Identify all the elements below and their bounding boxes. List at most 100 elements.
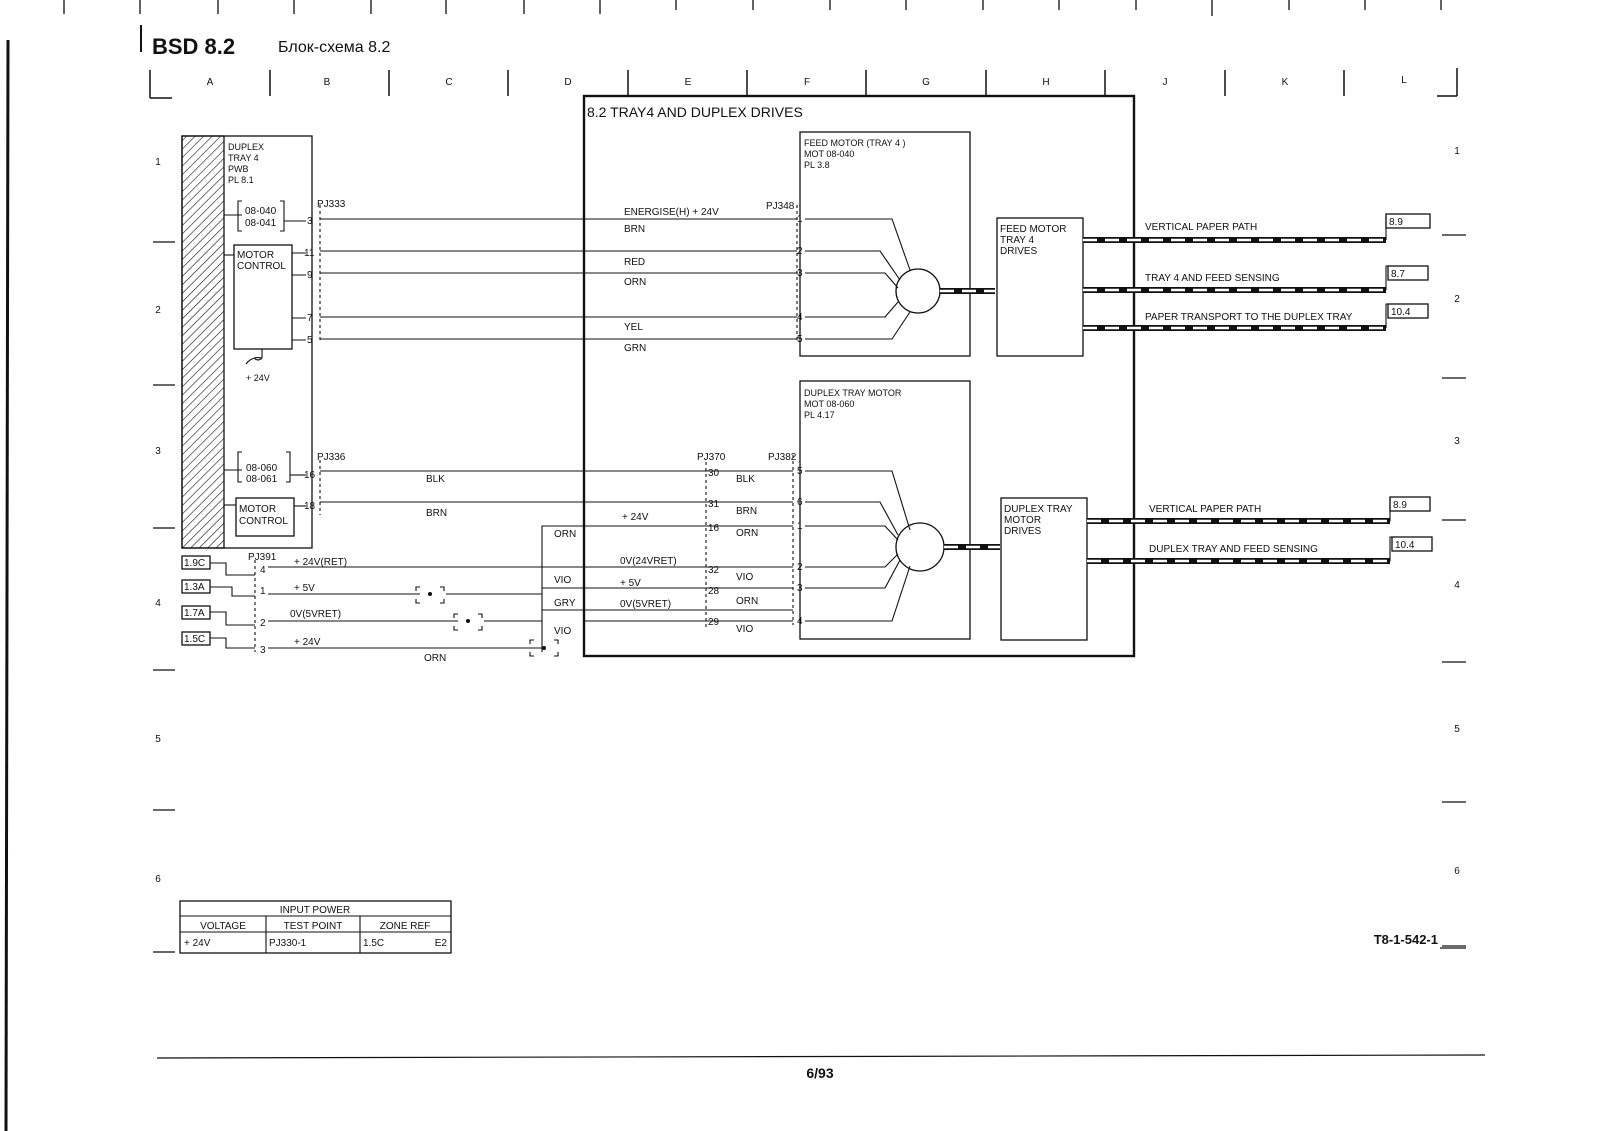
fault-code-08-061: 08-061 <box>246 474 278 485</box>
r-wire-blk: BLK <box>736 474 755 485</box>
scan-edge <box>4 39 10 1131</box>
feed-motor-symbol <box>895 268 941 314</box>
pwb-pin-3: 3 <box>307 216 313 227</box>
fault-code-08-040: 08-040 <box>245 206 277 217</box>
power-ref-2: 1.3A <box>184 582 205 593</box>
ip-zone: 1.5C <box>363 938 384 949</box>
pw-label-24ret: + 24V(RET) <box>294 557 347 568</box>
duplex-drives-label-3: DRIVES <box>1004 526 1042 537</box>
col-d: D <box>564 77 571 88</box>
wire-grn: GRN <box>624 343 646 354</box>
pj336-label: PJ336 <box>317 452 346 463</box>
power-ref-3: 1.7A <box>184 608 205 619</box>
col-j: J <box>1163 77 1168 88</box>
header-subtitle: Блок-схема 8.2 <box>278 39 390 56</box>
pj348-label: PJ348 <box>766 201 795 212</box>
r-wire-orn-2: ORN <box>736 596 758 607</box>
pj391-pin-1: 1 <box>260 586 266 597</box>
col-g: G <box>922 77 930 88</box>
motor-control-2-line1: MOTOR <box>239 504 276 515</box>
energise-label: ENERGISE(H) + 24V <box>624 207 719 218</box>
wire-brn-left: BRN <box>426 508 447 519</box>
ip-header-voltage: VOLTAGE <box>200 921 246 932</box>
feed-motor-label-2: MOT 08-040 <box>804 149 854 159</box>
input-power-table: INPUT POWER VOLTAGE TEST POINT ZONE REF … <box>179 900 452 954</box>
r-wire-vio-2: VIO <box>736 624 753 635</box>
ip-zone-2: E2 <box>435 938 448 949</box>
pwb-pin-16: 16 <box>304 470 316 481</box>
feed-motor-wires: ENERGISE(H) + 24V BRN RED ORN YEL GRN PJ… <box>320 201 798 354</box>
row-3-right: 3 <box>1454 436 1460 447</box>
r-wire-orn: ORN <box>736 528 758 539</box>
col-e: E <box>685 77 692 88</box>
out-tray4-feed-sensing: TRAY 4 AND FEED SENSING <box>1145 273 1280 284</box>
pw-label-0v5: 0V(5VRET) <box>290 609 341 620</box>
row-ruler <box>153 234 1466 953</box>
wire-red: RED <box>624 257 645 268</box>
pj370-pin-28: 28 <box>708 586 720 597</box>
feed-pin-4: 4 <box>797 312 803 323</box>
r-wire-vio: VIO <box>736 572 753 583</box>
col-k: K <box>1282 77 1289 88</box>
col-l: L <box>1401 75 1407 86</box>
power-input: 1.9C 1.3A 1.7A 1.5C PJ391 4 1 2 3 + 24V(… <box>181 552 584 664</box>
row-5-right: 5 <box>1454 724 1460 735</box>
row-labels: 1 2 3 4 5 6 1 2 3 4 5 6 <box>155 146 1460 885</box>
col-a: A <box>207 77 214 88</box>
row-3-left: 3 <box>155 446 161 457</box>
d-wire-gry: GRY <box>554 598 576 609</box>
duplex-drives: DUPLEX TRAY MOTOR DRIVES <box>1000 497 1088 641</box>
header-code: BSD 8.2 <box>152 34 235 59</box>
dup-pin-3: 3 <box>797 583 803 594</box>
pj336-connector: PJ336 <box>317 452 346 515</box>
ip-testpoint: PJ330-1 <box>269 938 307 949</box>
fault-code-08-060: 08-060 <box>246 463 278 474</box>
pj391-label: PJ391 <box>248 552 277 563</box>
out-ref-2: 8.7 <box>1391 269 1405 280</box>
pj370-pin-16: 16 <box>708 523 720 534</box>
inner-plus5: + 5V <box>620 578 641 589</box>
wire-blk-left: BLK <box>426 474 445 485</box>
wire-orn: ORN <box>624 277 646 288</box>
dup-plus24: + 24V <box>622 512 649 523</box>
out-vertical-paper-path-1: VERTICAL PAPER PATH <box>1145 222 1257 233</box>
pj391-pin-4: 4 <box>260 565 266 576</box>
feed-drives: FEED MOTOR TRAY 4 DRIVES <box>996 217 1084 357</box>
inner-0v24: 0V(24VRET) <box>620 556 677 567</box>
group-title: 8.2 TRAY4 AND DUPLEX DRIVES <box>587 104 803 120</box>
ip-title: INPUT POWER <box>280 905 350 916</box>
col-b: B <box>324 77 331 88</box>
power-ref-1: 1.9C <box>184 558 205 569</box>
d-wire-vio-2: VIO <box>554 626 571 637</box>
feed-motor: FEED MOTOR (TRAY 4 ) MOT 08-040 PL 3.8 1… <box>797 131 995 357</box>
row-1-right: 1 <box>1454 146 1460 157</box>
r-wire-brn: BRN <box>736 506 757 517</box>
row-2-right: 2 <box>1454 294 1460 305</box>
out-ref-5: 10.4 <box>1395 540 1415 551</box>
pwb-pin-7: 7 <box>307 313 313 324</box>
out-ref-4: 8.9 <box>1393 500 1407 511</box>
feed-pin-3: 3 <box>797 268 803 279</box>
dup-pin-2: 2 <box>797 562 803 573</box>
dup-pin-6: 6 <box>797 497 803 508</box>
row-5-left: 5 <box>155 734 161 745</box>
dup-pin-1: 1 <box>797 521 803 532</box>
pwb-board: DUPLEX TRAY 4 PWB PL 8.1 08-040 08-041 M… <box>181 135 316 549</box>
feed-pin-2: 2 <box>797 246 803 257</box>
pwb-label-4: PL 8.1 <box>228 175 254 185</box>
duplex-motor-symbol <box>895 522 945 572</box>
feed-motor-label-3: PL 3.8 <box>804 160 830 170</box>
row-6-left: 6 <box>155 874 161 885</box>
motor-control-1-line1: MOTOR <box>237 250 274 261</box>
pwb-pin-9: 9 <box>307 270 313 281</box>
wire-yel: YEL <box>624 322 643 333</box>
wire-brn: BRN <box>624 224 645 235</box>
duplex-motor: DUPLEX TRAY MOTOR MOT 08-060 PL 4.17 5 6… <box>797 380 1000 640</box>
pwb-pin-11: 11 <box>304 248 315 259</box>
row-6-right: 6 <box>1454 866 1460 877</box>
pj370-pin-31: 31 <box>708 499 720 510</box>
pj370-pin-29: 29 <box>708 617 720 628</box>
row-2-left: 2 <box>155 305 161 316</box>
col-h: H <box>1042 77 1049 88</box>
